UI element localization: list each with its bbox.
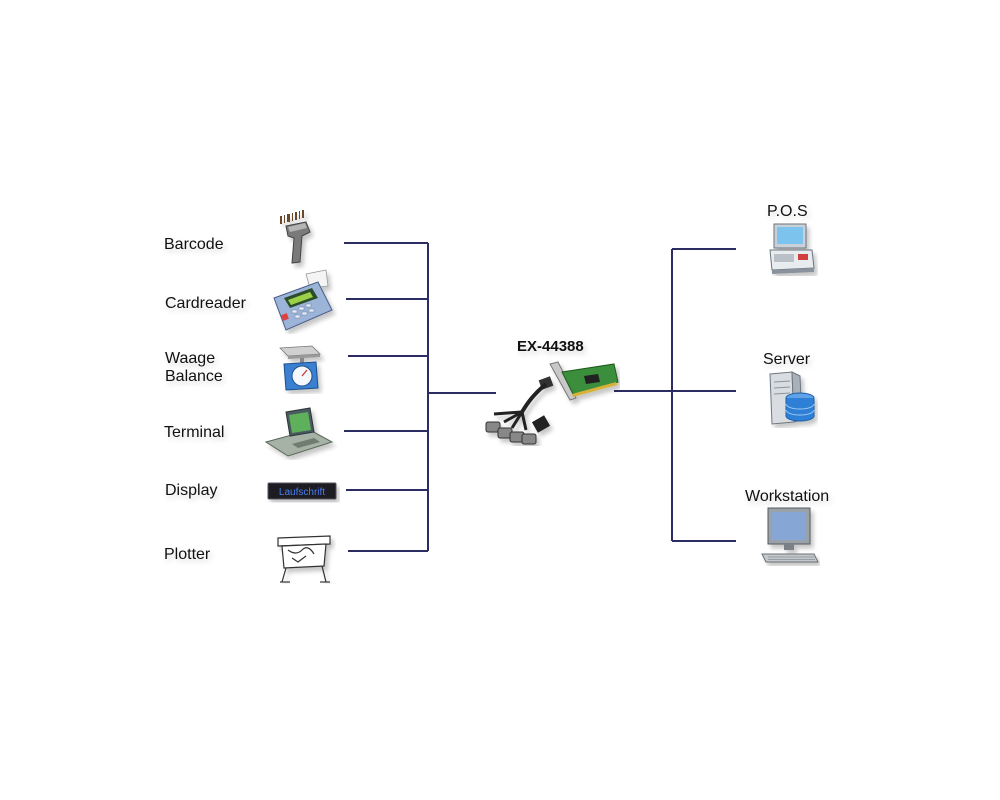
card-title: EX-44388 xyxy=(517,338,584,355)
label-plotter: Plotter xyxy=(164,546,211,563)
led-display-text: Laufschrift xyxy=(279,487,325,498)
label-pos: P.O.S xyxy=(767,203,808,220)
label-cardreader: Cardreader xyxy=(165,295,246,312)
plotter-icon xyxy=(277,535,331,583)
label-terminal: Terminal xyxy=(164,424,225,441)
terminal-icon xyxy=(264,407,334,457)
led-display-icon: Laufschrift xyxy=(267,482,337,500)
pos-terminal-icon xyxy=(769,223,815,274)
workstation-icon xyxy=(761,507,819,563)
barcode-scanner-icon xyxy=(280,210,311,264)
card-reader-icon xyxy=(273,269,333,331)
server-icon xyxy=(769,371,815,425)
label-barcode: Barcode xyxy=(164,236,224,253)
scale-icon xyxy=(279,345,321,391)
label-server: Server xyxy=(763,351,811,368)
label-display: Display xyxy=(165,482,218,499)
label-workstation: Workstation xyxy=(745,488,830,505)
pcie-card-icon xyxy=(485,361,619,445)
